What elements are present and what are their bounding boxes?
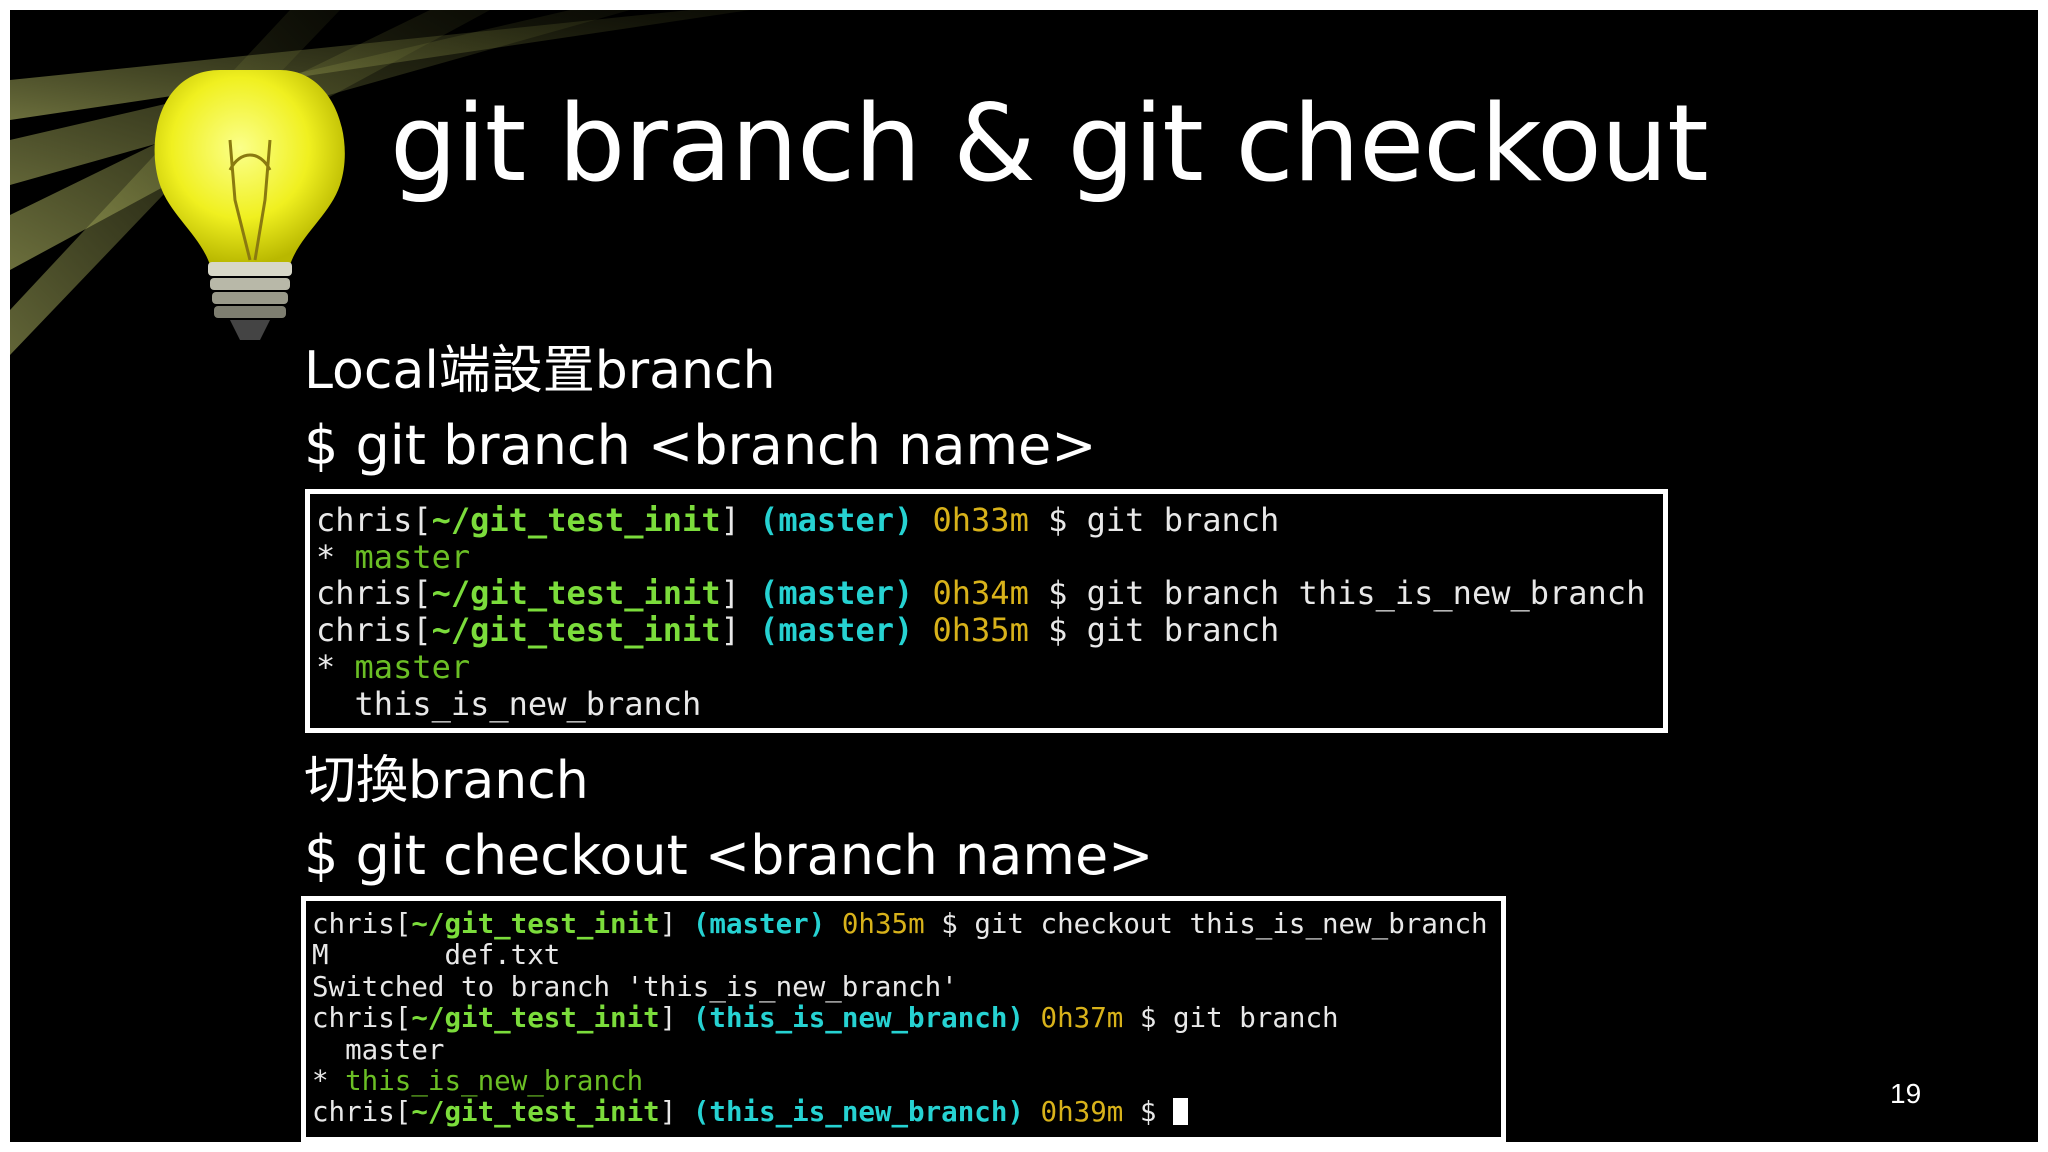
command-text: $ git branch: [1139, 1002, 1339, 1035]
terminal-line: chris[~/git_test_init] (this_is_new_bran…: [312, 1097, 1501, 1128]
prompt-user: chris[: [312, 1096, 412, 1129]
page-number: 19: [1890, 1078, 1922, 1109]
prompt-user: chris[: [312, 908, 412, 940]
section1-command: $ git branch <branch name>: [304, 414, 1097, 477]
section2-heading: 切換branch: [304, 751, 589, 811]
prompt-user: chris[: [312, 1002, 412, 1035]
current-branch: master: [354, 647, 471, 686]
output-text: Switched to branch 'this_is_new_branch': [312, 970, 958, 1003]
prompt-branch: (this_is_new_branch): [692, 1002, 1024, 1035]
terminal-screenshot-checkout: chris[~/git_test_init] (master) 0h35m $ …: [301, 896, 1506, 1142]
terminal-line: * master: [316, 647, 1663, 686]
section1-heading: Local端設置branch: [304, 341, 776, 401]
prompt-bracket: ]: [720, 574, 740, 613]
current-branch: this_is_new_branch: [345, 1065, 644, 1098]
terminal-line: * master: [316, 537, 1663, 576]
prompt-bracket: ]: [659, 1002, 677, 1035]
prompt-user: chris[: [316, 574, 432, 613]
prompt-branch: (master): [759, 501, 914, 539]
prompt-path: ~/git_test_init: [431, 574, 721, 613]
prompt-bracket: ]: [659, 908, 677, 940]
prompt-path: ~/git_test_init: [431, 501, 721, 539]
prompt-time: 0h35m: [932, 611, 1029, 650]
terminal-line: master: [312, 1033, 1501, 1066]
prompt-branch: (master): [759, 574, 914, 613]
prompt-bracket: ]: [720, 501, 740, 539]
prompt-bracket: ]: [720, 611, 740, 650]
terminal-line: chris[~/git_test_init] (master) 0h33m $ …: [316, 502, 1663, 539]
prompt-user: chris[: [316, 611, 432, 650]
terminal-line: chris[~/git_test_init] (master) 0h35m $ …: [312, 908, 1501, 940]
terminal-screenshot-branch: chris[~/git_test_init] (master) 0h33m $ …: [305, 489, 1668, 733]
terminal-line: chris[~/git_test_init] (master) 0h34m $ …: [316, 575, 1663, 612]
slide: git branch & git checkout Local端設置branch…: [10, 10, 2038, 1142]
command-text: $ git branch: [1048, 611, 1280, 650]
output-text: master: [312, 1033, 445, 1066]
terminal-line: chris[~/git_test_init] (this_is_new_bran…: [312, 1003, 1501, 1034]
terminal-line: * this_is_new_branch: [312, 1065, 1501, 1098]
command-text: $ git checkout this_is_new_branch: [941, 908, 1488, 940]
prompt-user: chris[: [316, 501, 432, 539]
prompt-branch: (master): [759, 611, 914, 650]
command-text: $ git branch: [1048, 501, 1280, 539]
command-text: $ git branch this_is_new_branch: [1048, 574, 1646, 613]
prompt-path: ~/git_test_init: [411, 1096, 660, 1129]
output-text: this_is_new_branch: [316, 684, 702, 723]
prompt-bracket: ]: [659, 1096, 677, 1129]
command-text: $: [1139, 1096, 1157, 1129]
prompt-path: ~/git_test_init: [411, 908, 660, 940]
prompt-time: 0h37m: [1040, 1002, 1124, 1035]
terminal-cursor: [1173, 1098, 1189, 1126]
terminal-line: this_is_new_branch: [316, 684, 1663, 723]
prompt-time: 0h39m: [1040, 1096, 1124, 1129]
current-marker: *: [316, 537, 355, 576]
terminal-line: M def.txt: [312, 940, 1501, 971]
prompt-time: 0h34m: [932, 574, 1029, 613]
light-bulb-icon: [154, 70, 345, 340]
slide-title: git branch & git checkout: [390, 82, 1709, 205]
prompt-path: ~/git_test_init: [411, 1002, 660, 1035]
output-text: M def.txt: [312, 939, 561, 972]
terminal-line: chris[~/git_test_init] (master) 0h35m $ …: [316, 612, 1663, 649]
prompt-time: 0h35m: [841, 908, 925, 940]
prompt-path: ~/git_test_init: [431, 611, 721, 650]
prompt-time: 0h33m: [932, 501, 1029, 539]
terminal-line: Switched to branch 'this_is_new_branch': [312, 970, 1501, 1003]
prompt-branch: (this_is_new_branch): [692, 1096, 1024, 1129]
current-branch: master: [354, 537, 471, 576]
prompt-branch: (master): [692, 908, 826, 940]
current-marker: *: [312, 1065, 346, 1098]
current-marker: *: [316, 647, 355, 686]
section2-command: $ git checkout <branch name>: [304, 824, 1154, 887]
